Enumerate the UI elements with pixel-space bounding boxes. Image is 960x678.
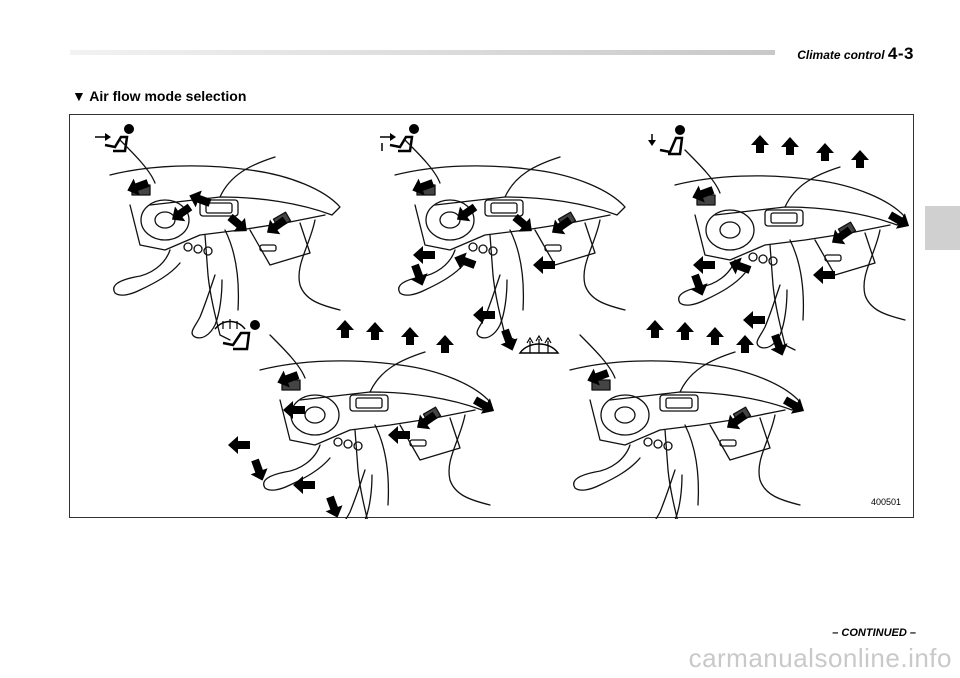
vent-mode-panel — [95, 124, 341, 341]
page-header: Climate control 4-3 — [797, 44, 914, 64]
header-section-label: Climate control — [797, 48, 885, 62]
airflow-figure: 400501 — [69, 114, 914, 519]
bi-level-mode-icon — [380, 124, 419, 153]
chapter-number: 4-3 — [887, 44, 914, 63]
continued-note: – CONTINUED – — [832, 627, 916, 639]
section-marker-icon: ▼ — [72, 88, 86, 104]
foot-mode-icon — [648, 125, 685, 156]
watermark: carmanualsonline.info — [688, 643, 952, 673]
defrost-mode-panel — [518, 320, 809, 519]
airflow-illustration — [95, 124, 914, 519]
section-title: ▼ Air flow mode selection — [72, 88, 246, 104]
defrost-mode-icon — [518, 334, 560, 354]
defrost-foot-mode-icon — [214, 319, 260, 351]
foot-mode-panel — [648, 125, 914, 359]
figure-code: 400501 — [870, 497, 901, 507]
vent-mode-icon — [95, 124, 134, 153]
bi-level-mode-panel — [380, 124, 626, 354]
defrost-foot-mode-panel — [214, 319, 499, 519]
header-rule — [70, 50, 775, 55]
section-title-text: Air flow mode selection — [89, 88, 247, 104]
chapter-side-tab — [925, 206, 960, 250]
